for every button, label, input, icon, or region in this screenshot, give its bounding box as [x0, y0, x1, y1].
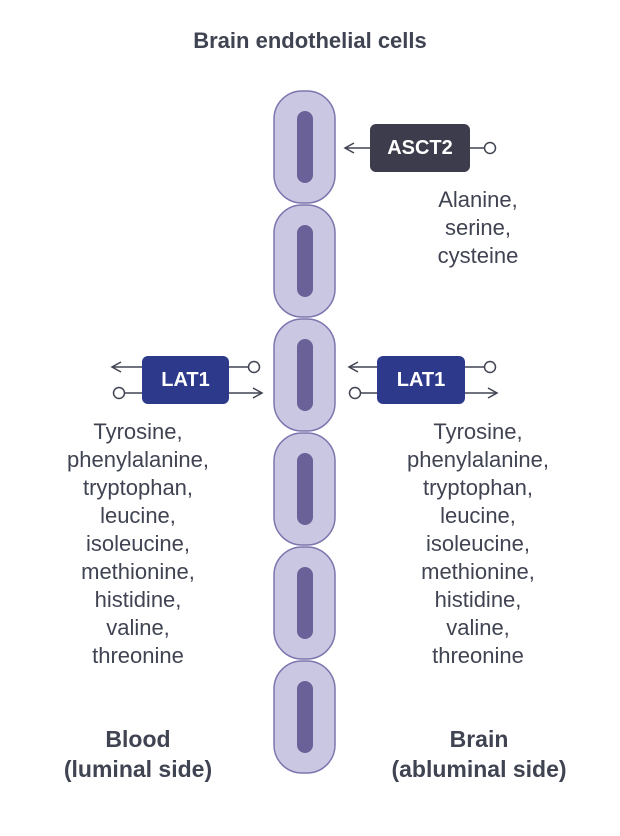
substrate-item: Alanine,	[438, 187, 518, 212]
brain-side-label: Brain (abluminal side)	[362, 724, 596, 784]
substrate-item: valine,	[446, 615, 510, 640]
lat1-label: LAT1	[396, 368, 446, 391]
substrate-item: histidine,	[434, 587, 522, 612]
substrate-item: leucine,	[440, 503, 516, 528]
blood-side-label: Blood (luminal side)	[28, 724, 248, 784]
blood-subtitle: (luminal side)	[63, 756, 213, 782]
substrate-item: Tyrosine,	[93, 419, 183, 444]
substrate-item: phenylalanine,	[407, 447, 549, 472]
blood-title: Blood	[105, 726, 171, 752]
lat1-left-arrows	[110, 360, 264, 400]
substrate-item: methionine,	[81, 559, 195, 584]
lat1-luminal-substrate-list: Tyrosine, phenylalanine, tryptophan, leu…	[38, 418, 238, 670]
substrate-item: valine,	[106, 615, 170, 640]
substrate-item: Tyrosine,	[433, 419, 523, 444]
lat1-right-arrows	[347, 360, 499, 400]
substrate-item: phenylalanine,	[67, 447, 209, 472]
lat1-transporter-luminal: LAT1	[142, 356, 229, 404]
substrate-item: isoleucine,	[426, 531, 530, 556]
substrate-item: tryptophan,	[422, 475, 534, 500]
endothelial-cell	[273, 318, 336, 432]
substrate-item: isoleucine,	[86, 531, 190, 556]
lat1-abluminal-substrate-list: Tyrosine, phenylalanine, tryptophan, leu…	[378, 418, 578, 670]
substrate-item: tryptophan,	[82, 475, 194, 500]
asct2-transporter: ASCT2	[370, 124, 470, 172]
diagram-title: Brain endothelial cells	[193, 28, 427, 53]
lat1-label: LAT1	[161, 368, 210, 391]
cell-column	[273, 90, 336, 774]
brain-title: Brain	[449, 726, 509, 752]
endothelial-cell	[273, 204, 336, 318]
asct2-arrows	[343, 141, 497, 155]
lat1-transporter-abluminal: LAT1	[377, 356, 465, 404]
endothelial-cell	[273, 546, 336, 660]
substrate-item: serine,	[444, 215, 512, 240]
substrate-item: threonine	[432, 643, 524, 668]
endothelial-cell	[273, 660, 336, 774]
substrate-item: histidine,	[94, 587, 182, 612]
substrate-item: leucine,	[100, 503, 176, 528]
substrate-item: threonine	[92, 643, 184, 668]
endothelial-cell	[273, 432, 336, 546]
substrate-item: cysteine	[437, 243, 519, 268]
asct2-substrate-list: Alanine, serine, cysteine	[398, 186, 558, 270]
asct2-label: ASCT2	[387, 136, 453, 159]
substrate-item: methionine,	[421, 559, 535, 584]
endothelial-cell	[273, 90, 336, 204]
brain-subtitle: (abluminal side)	[391, 756, 567, 782]
